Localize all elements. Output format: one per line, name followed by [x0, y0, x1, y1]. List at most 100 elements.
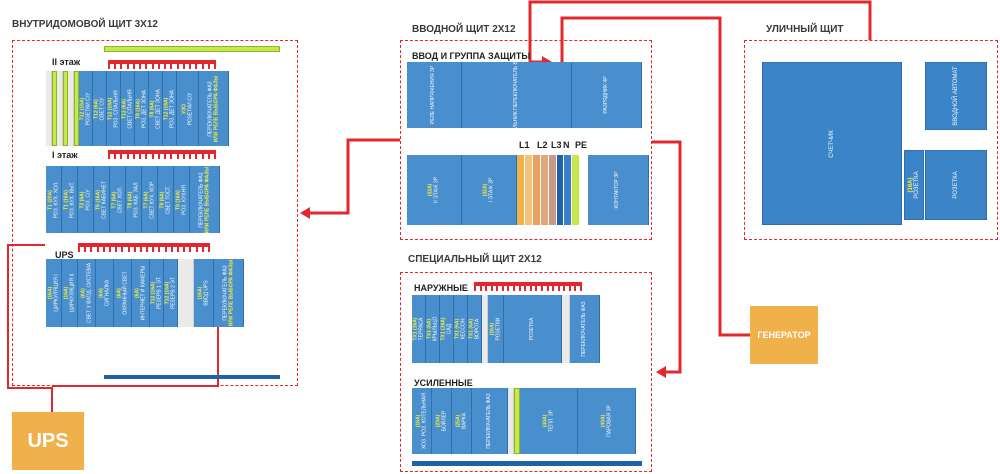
breaker-module: ПЕРЕКЛЮЧАТЕЛЬ ФАЗ [570, 295, 600, 363]
comb-tooth [529, 282, 532, 291]
comb-tooth [201, 243, 204, 252]
comb-bus-outdoor [474, 282, 582, 291]
module-label: (16А)ХОЗ. РОЗ. КОТЕЛЬНАЯ [415, 393, 428, 449]
comb-tooth [214, 60, 216, 69]
comb-tooth [535, 282, 538, 291]
module-name: КРЫЛЬЦО [431, 316, 438, 342]
breaker-module: РЕЛЕ НАПРЯЖЕНИЯ 3Р [407, 62, 462, 128]
bus-nb [564, 155, 573, 225]
comb-tooth [78, 243, 80, 252]
module-name: БОЙЛЕР [440, 410, 447, 432]
comb-tooth [139, 60, 142, 69]
module-label: TX1 (16А)ТЕРРАСА [412, 317, 425, 341]
comb-tooth [177, 243, 180, 252]
module-name: СВЕТ ДЕТ ЗОНА [154, 88, 161, 129]
comb-tooth [479, 282, 482, 291]
module-label: T1 (16А)РОЗ. КУХ. ВЫТ. [63, 181, 76, 218]
module-name: САД [445, 323, 452, 335]
comb-tooth [126, 60, 129, 69]
comb-tooth [513, 282, 516, 291]
module-label: TX1 (16А)САД [440, 317, 453, 340]
breaker-module: T12 (16А)РЕЗЕРВ 2 ЭТ [164, 259, 178, 327]
meter-box: СЧЕТЧИК [762, 62, 902, 225]
comb-tooth [145, 60, 148, 69]
comb-tooth [84, 243, 87, 252]
blue-bus-internal [104, 375, 280, 379]
breaker-module: ГЛАВНЫЙ РУБИЛЬНИК ПЕРЕКЛЮЧАТЕЛЬ ВВОДА РЕ… [462, 62, 572, 128]
rail-end-slot [46, 71, 52, 146]
comb-tooth [158, 243, 161, 252]
module-label: TX1 (6А)КЕССОН [454, 319, 467, 340]
comb-tooth [176, 150, 179, 159]
comb-tooth [182, 60, 185, 69]
module-name: РЕЗЕРВ 1 ЭТ [155, 277, 162, 309]
bus-label-l1: L1 [519, 140, 530, 150]
module-label: T8 (16А)РОЗ. КУХНЯ [175, 185, 188, 215]
module-name: ТЕРРАСА [417, 317, 424, 341]
comb-tooth [546, 282, 549, 291]
module-name: РОЗ. ДЕТ ЗОНА [140, 89, 147, 128]
comb-tooth [121, 243, 124, 252]
breaker-module: T6 (16А)СВЕТ КАБИНЕТ [94, 166, 110, 233]
rail-end-slot [68, 71, 74, 146]
module-label: T8 (16А)РОЗ. ДЕТ ЗОНА [135, 89, 148, 128]
bus-pe [572, 155, 581, 225]
comb-tooth [195, 60, 198, 69]
comb-tooth [157, 60, 160, 69]
bus-l2 [532, 155, 541, 225]
blue-bus-special [412, 461, 642, 466]
comb-tooth [133, 243, 136, 252]
comb-tooth [563, 282, 566, 291]
module-label: T12 (16А)РЕЗЕРВ 2 ЭТ [164, 277, 177, 309]
comb-bus-floor2 [108, 60, 216, 69]
input-breaker-box: ВВОДНОЙ АВТОМАТ [925, 62, 987, 130]
breaker-module: T2 (6А)РОЗ. С/У [78, 166, 94, 233]
bus-l3 [548, 155, 557, 225]
comb-tooth [139, 243, 142, 252]
module-name: РЕЗЕРВ 2 ЭТ [169, 277, 176, 309]
comb-tooth [195, 150, 198, 159]
comb-tooth [490, 282, 493, 291]
comb-tooth [214, 150, 216, 159]
module-name: СВЕТ ХОЛ. [116, 186, 123, 213]
comb-tooth [189, 243, 192, 252]
ups-rail-label: UPS [55, 250, 74, 260]
comb-backbone [108, 60, 216, 64]
comb-tooth [96, 243, 99, 252]
comb-tooth [132, 150, 135, 159]
comb-bus-ups [78, 243, 210, 252]
module-name: СВЕТ КАБИНЕТ [100, 180, 107, 219]
module-label: (40А)ПАРОВАЯ 3Р [600, 405, 613, 437]
comb-tooth [170, 60, 173, 69]
breaker-module: (32А)I ЭТАЖ 3Р [462, 155, 518, 225]
module-label: РАЗРЯДНИК 4Р [603, 76, 610, 113]
bus-n [556, 155, 565, 225]
ups-box: UPS [12, 412, 84, 470]
module-name: СВЕТ У ВХОД. СИСТЕМА [85, 262, 92, 324]
module-label: ПЕРЕКЛЮЧАТЕЛЬ ФАЗ [581, 301, 588, 356]
module-name: II ЭТАЖ 3Р [433, 176, 440, 204]
comb-tooth [201, 60, 204, 69]
internal-panel-title: ВНУТРИДОМОВОЙ ЩИТ 3Х12 [12, 19, 158, 30]
comb-tooth [540, 282, 543, 291]
comb-tooth [580, 282, 582, 291]
bus-label-n: N [563, 140, 570, 150]
wire-input-to-internal [305, 138, 400, 215]
breaker-module: КОНТАКТОР 3Р [587, 155, 649, 225]
module-label: TX1 (6А)ВОРОТА [468, 319, 481, 339]
breaker-module: РОЗЕТКА [504, 295, 562, 363]
module-name: РОЗЕТКИ С/У [186, 92, 193, 125]
green-strip [52, 71, 57, 146]
comb-tooth [182, 150, 185, 159]
breaker-module: T12 (6А)СВЕТ С/У [93, 71, 107, 146]
small-breaker-box: (16А)РОЗЕТКА [904, 150, 924, 220]
outdoor-label: НАРУЖНЫЕ [414, 283, 468, 293]
breaker-module: (20А)БОЙЛЕР [432, 388, 452, 454]
breaker-module: (16А)ХОЗ. РОЗ. КОТЕЛЬНАЯ [412, 388, 432, 454]
module-name: ВАРКА [460, 412, 467, 430]
module-label: ПЕРЕКЛЮЧАТЕЛЬ ФАЗ [486, 393, 493, 448]
